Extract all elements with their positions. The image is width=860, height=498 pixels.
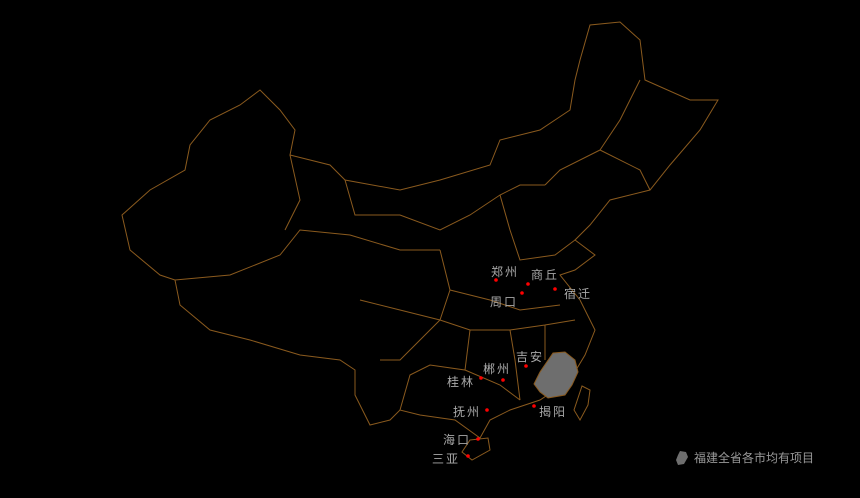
city-point[interactable] [526, 282, 530, 286]
city-point[interactable] [501, 378, 505, 382]
city-label: 海口 [443, 433, 472, 447]
city-point[interactable] [524, 364, 528, 368]
city-point[interactable] [553, 287, 557, 291]
province-borders [174, 79, 651, 411]
city-point[interactable] [520, 291, 524, 295]
city-label: 郴州 [483, 362, 512, 376]
city-label: 抚州 [453, 405, 482, 419]
city-label: 周口 [490, 295, 519, 309]
city-point[interactable] [479, 376, 483, 380]
city-point[interactable] [494, 278, 498, 282]
city-label: 三亚 [432, 452, 461, 466]
city-label: 商丘 [531, 268, 560, 282]
fujian-shape-icon [676, 450, 688, 465]
china-outline [121, 21, 719, 439]
city-label: 郑州 [491, 265, 520, 279]
fujian-region[interactable] [533, 351, 579, 399]
legend-label: 福建全省各市均有项目 [694, 451, 815, 465]
city-label: 揭阳 [539, 405, 568, 419]
city-label: 桂林 [447, 375, 476, 389]
city-point[interactable] [466, 454, 470, 458]
city-point[interactable] [485, 408, 489, 412]
city-label: 吉安 [516, 350, 545, 364]
city-point[interactable] [532, 404, 536, 408]
legend[interactable]: 福建全省各市均有项目 [674, 449, 814, 466]
taiwan-outline [573, 385, 591, 422]
city-label: 宿迁 [564, 287, 593, 301]
city-point[interactable] [476, 437, 480, 441]
hainan-outline [461, 437, 491, 461]
